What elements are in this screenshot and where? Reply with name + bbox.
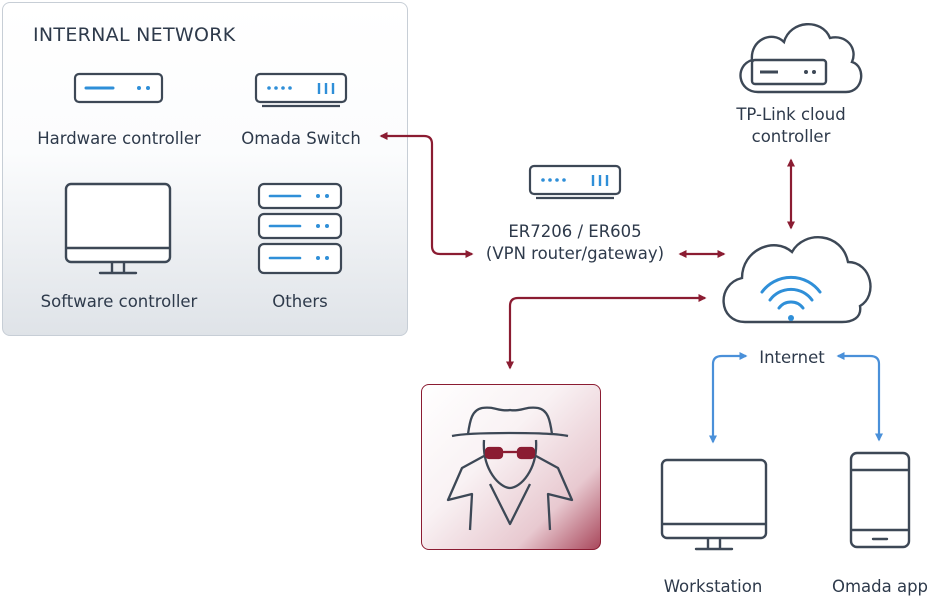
cloud-controller-label-line1: TP-Link cloud	[736, 105, 846, 124]
router-model-label: ER7206 / ER605	[508, 222, 642, 241]
monitor-icon	[660, 458, 768, 551]
internal-network-panel	[2, 2, 408, 336]
cloud-wifi-icon	[722, 236, 872, 324]
internet-app-arrow	[836, 352, 883, 442]
cloud-controller-label-line2: controller	[751, 127, 831, 146]
hardware-controller-label: Hardware controller	[37, 129, 201, 148]
server-icon	[73, 72, 164, 104]
router-role-label: (VPN router/gateway)	[485, 244, 665, 263]
internet-workstation-arrow	[709, 352, 748, 444]
switch-router-arrow	[379, 132, 474, 258]
internal-network-title: INTERNAL NETWORK	[33, 24, 236, 46]
cloud-server-icon	[739, 22, 863, 94]
monitor-icon	[64, 182, 172, 275]
omada-switch-label: Omada Switch	[241, 129, 361, 148]
hacker-icon	[446, 406, 574, 531]
stacked-servers-icon	[257, 182, 343, 275]
software-controller-label: Software controller	[40, 292, 198, 311]
omada-app-label: Omada app	[831, 577, 929, 596]
others-label: Others	[272, 292, 328, 311]
smartphone-icon	[849, 451, 911, 549]
workstation-label: Workstation	[663, 577, 763, 596]
internet-threat-arrow	[506, 294, 707, 370]
switch-icon	[254, 72, 348, 108]
internet-label: Internet	[759, 348, 825, 367]
router-icon	[528, 164, 622, 200]
